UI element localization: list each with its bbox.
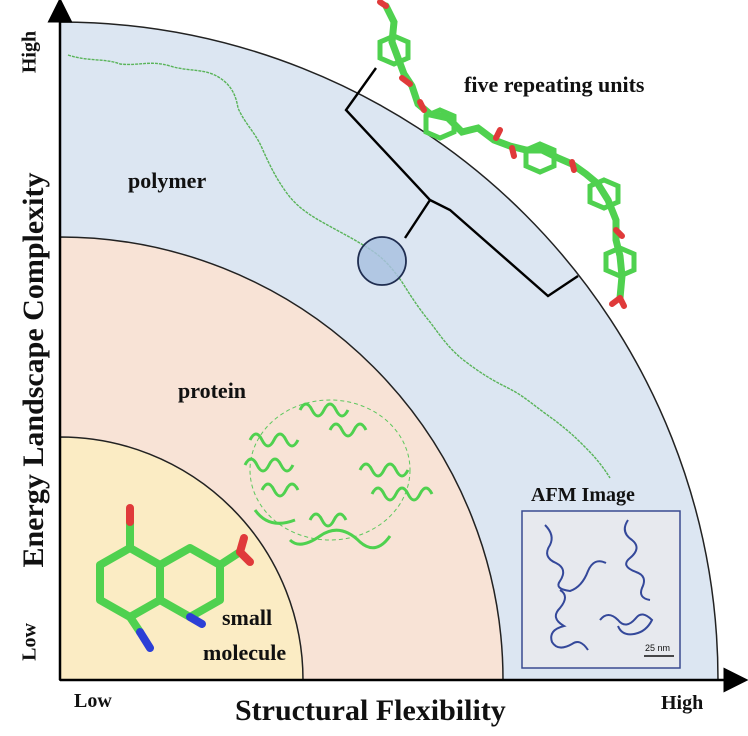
x-axis-low-label: Low: [74, 690, 112, 712]
y-axis-low-label: Low: [18, 623, 41, 661]
repeating-units-label: five repeating units: [464, 72, 645, 97]
y-axis-high-label: High: [18, 30, 41, 74]
afm-scale-label: 25 nm: [645, 643, 671, 653]
y-axis-label: Energy Landscape Complexity: [17, 172, 50, 568]
zoom-bracket: [344, 67, 579, 298]
afm-inset: [521, 510, 681, 669]
protein-label: protein: [178, 378, 247, 403]
small-molecule-label-line2: molecule: [203, 640, 287, 665]
x-axis-high-label: High: [661, 692, 704, 714]
afm-image-title: AFM Image: [531, 484, 635, 506]
x-axis-label: Structural Flexibility: [235, 694, 506, 727]
polymer-chain: [67, 54, 611, 479]
small-molecule-structure: [96, 504, 254, 652]
protein-structure: [243, 399, 434, 550]
small-molecule-region: [59, 436, 304, 681]
repeating-units-molecule: [377, 0, 637, 309]
polymer-label: polymer: [128, 168, 207, 193]
zoom-circle: [357, 236, 407, 286]
small-molecule-label-line1: small: [222, 605, 273, 630]
